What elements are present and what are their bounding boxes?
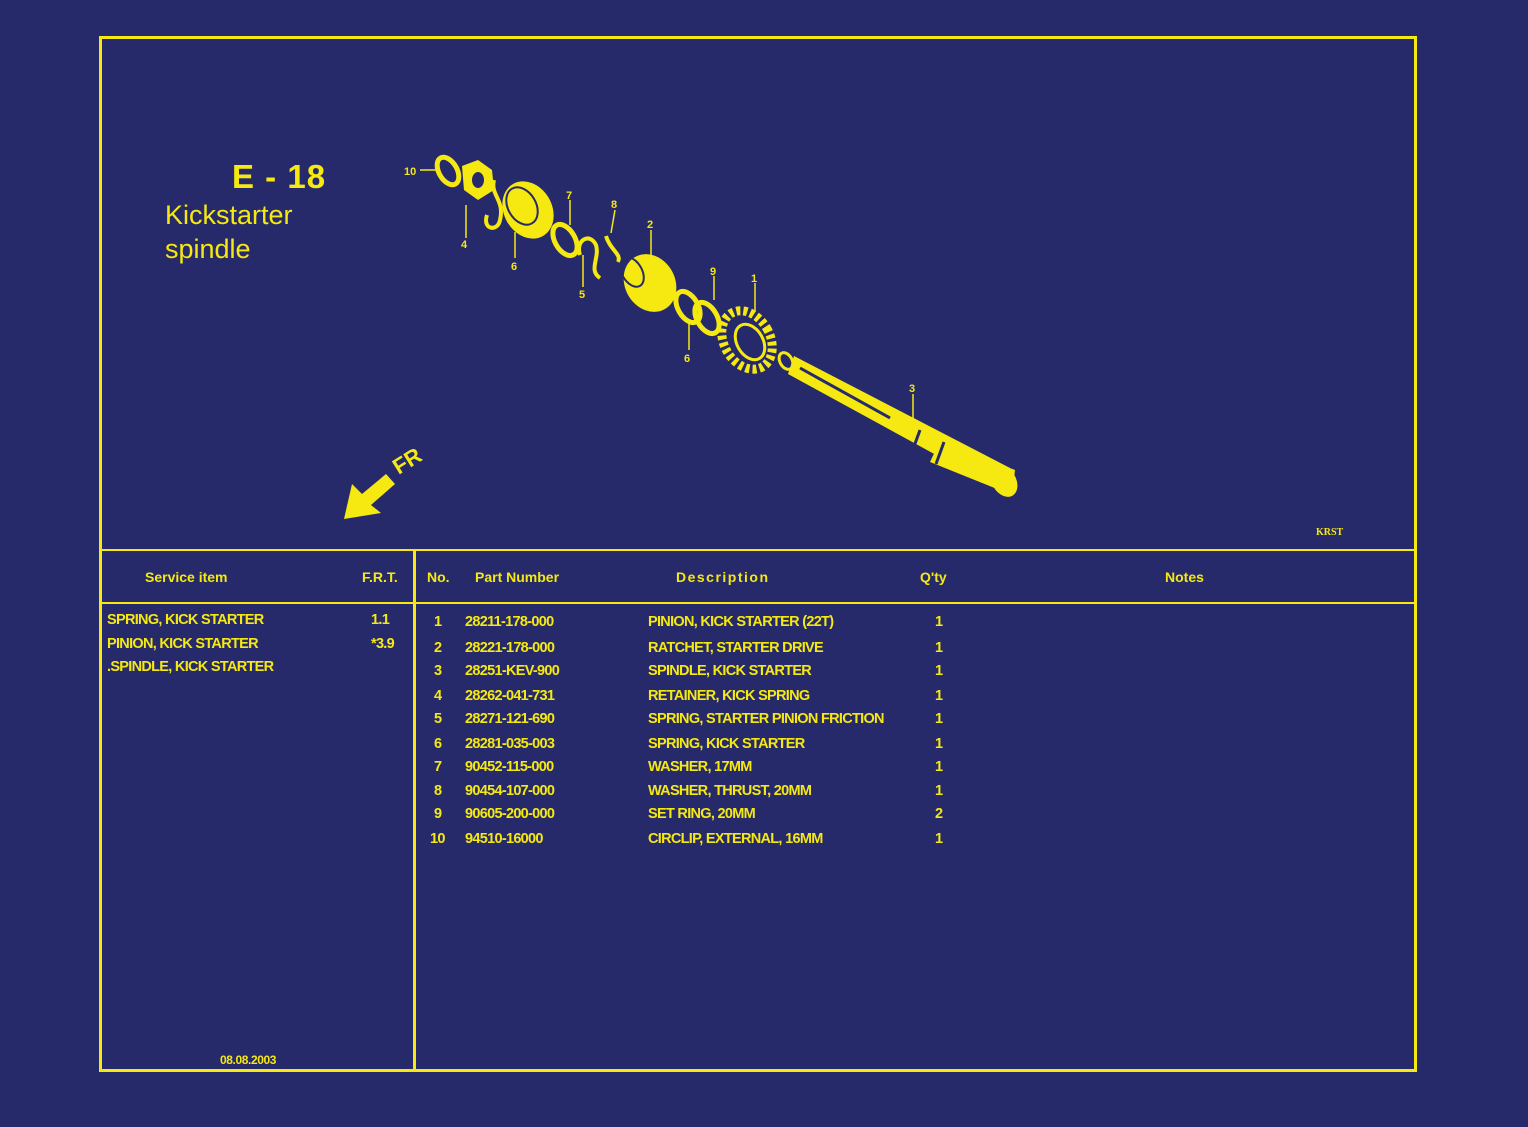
part-description: PINION, KICK STARTER (22T): [648, 614, 834, 630]
description-header: Description: [676, 569, 770, 585]
part-no: 6: [434, 736, 442, 752]
part-no: 7: [434, 759, 442, 775]
part-no: 2: [434, 640, 442, 656]
part-description: SPRING, STARTER PINION FRICTION: [648, 711, 885, 727]
part-description: RATCHET, STARTER DRIVE: [648, 640, 824, 656]
service-item-name: .SPINDLE, KICK STARTER: [107, 659, 274, 675]
part-qty: 1: [935, 783, 943, 799]
part-description: SET RING, 20MM: [648, 806, 756, 822]
callout-label: 1: [751, 273, 757, 285]
service-item-name: PINION, KICK STARTER: [107, 636, 259, 652]
part-description: SPRING, KICK STARTER: [648, 736, 805, 752]
service-item-name: SPRING, KICK STARTER: [107, 612, 264, 628]
part-description: WASHER, THRUST, 20MM: [648, 783, 812, 799]
part-no: 8: [434, 783, 442, 799]
notes-header: Notes: [1165, 569, 1204, 585]
part-qty: 1: [935, 688, 943, 704]
part-qty: 1: [935, 831, 943, 847]
part-number: 90605-200-000: [465, 806, 555, 822]
part-number: 28262-041-731: [465, 688, 555, 704]
part-number: 28271-121-690: [465, 711, 555, 727]
callout-label: 2: [647, 219, 653, 231]
part-number: 90452-115-000: [465, 759, 554, 775]
part-number: 28251-KEV-900: [465, 663, 560, 679]
revision-date: 08.08.2003: [220, 1053, 277, 1067]
part-no: 4: [434, 688, 442, 704]
part-no: 5: [434, 711, 442, 727]
part-number-header: Part Number: [475, 569, 560, 585]
qty-header: Q'ty: [920, 569, 947, 585]
part-description: SPINDLE, KICK STARTER: [648, 663, 812, 679]
callout-label: 9: [710, 266, 716, 278]
diagram-frame: [99, 36, 1417, 1072]
column-divider: [413, 549, 416, 1072]
service-item-header: Service item: [145, 569, 228, 585]
service-item-frt: *3.9: [371, 636, 395, 652]
part-qty: 1: [935, 711, 943, 727]
part-description: RETAINER, KICK SPRING: [648, 688, 810, 704]
section-title-line2: spindle: [165, 234, 251, 264]
part-no: 10: [430, 831, 445, 847]
callout-label: 7: [566, 190, 572, 202]
section-divider: [99, 549, 1417, 551]
part-qty: 1: [935, 759, 943, 775]
part-number: 94510-16000: [465, 831, 543, 847]
part-number: 28281-035-003: [465, 736, 555, 752]
section-code: E - 18: [232, 158, 327, 195]
reference-code: KRST: [1316, 527, 1344, 538]
service-item-frt: 1.1: [371, 612, 390, 628]
part-qty: 1: [935, 736, 943, 752]
frt-header: F.R.T.: [362, 569, 398, 585]
part-number: 28211-178-000: [465, 614, 554, 630]
callout-label: 10: [404, 166, 416, 178]
callout-label: 5: [579, 289, 585, 301]
part-description: CIRCLIP, EXTERNAL, 16MM: [648, 831, 823, 847]
part-qty: 1: [935, 614, 943, 630]
part-no: 1: [434, 614, 442, 630]
section-title-line1: Kickstarter: [165, 200, 293, 230]
callout-label: 6: [684, 353, 690, 365]
callout-label: 3: [909, 383, 915, 395]
part-no: 9: [434, 806, 442, 822]
part-description: WASHER, 17MM: [648, 759, 752, 775]
callout-label: 4: [461, 239, 468, 251]
front-arrow-icon: [344, 474, 395, 519]
callout-label: 6: [511, 261, 517, 273]
part-number: 28221-178-000: [465, 640, 555, 656]
part-qty: 2: [935, 806, 943, 822]
no-header: No.: [427, 569, 450, 585]
part-number: 90454-107-000: [465, 783, 555, 799]
part-qty: 1: [935, 640, 943, 656]
part-qty: 1: [935, 663, 943, 679]
part-no: 3: [434, 663, 442, 679]
header-divider: [99, 602, 1417, 604]
callout-label: 8: [611, 199, 617, 211]
